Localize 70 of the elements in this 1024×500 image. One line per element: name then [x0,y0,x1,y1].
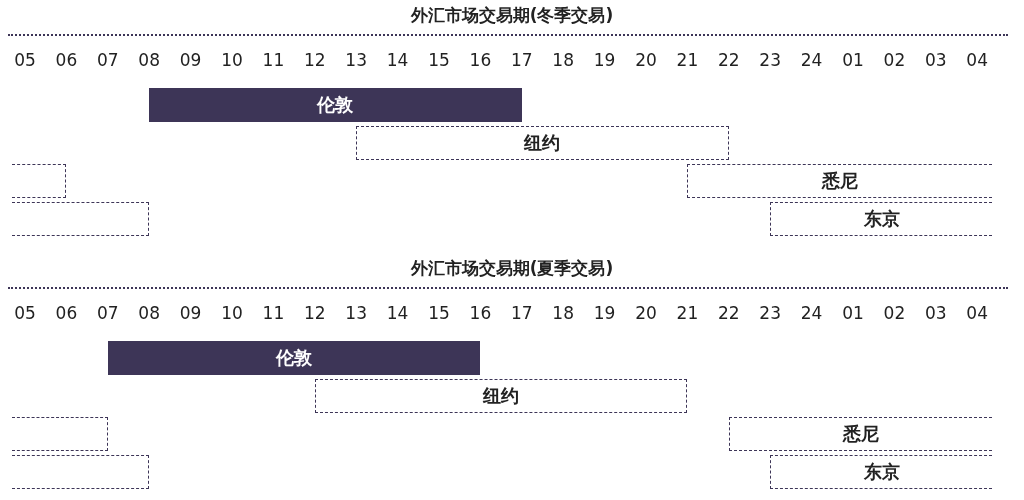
market-name: 东京 [863,460,900,484]
chart-title: 外汇市场交易期(夏季交易) [410,257,614,280]
hour-label: 07 [97,303,119,323]
market-name: 东京 [863,207,900,231]
hour-label: 09 [179,303,202,323]
hour-label: 13 [345,303,367,323]
hour-label: 22 [718,303,740,323]
session-bar [770,202,992,236]
hour-label: 18 [552,50,574,70]
hour-label: 14 [386,303,409,323]
market-name: 纽约 [524,131,561,155]
hour-label: 07 [97,50,119,70]
hour-label: 05 [14,50,36,70]
hour-label: 18 [552,303,574,323]
hour-label: 20 [635,50,657,70]
session-bar-segment [12,202,150,236]
hour-label: 12 [304,303,326,323]
hour-label: 24 [800,50,823,70]
hour-label: 17 [511,50,533,70]
hour-label: 24 [800,303,823,323]
hour-label: 09 [179,50,202,70]
hour-label: 03 [925,303,947,323]
hour-label: 15 [428,303,450,323]
market-name: 伦敦 [317,93,354,117]
hour-label: 10 [221,50,243,70]
hour-label: 21 [676,303,699,323]
hour-label: 05 [14,303,36,323]
hour-label: 15 [428,50,450,70]
hour-label: 19 [593,303,616,323]
hour-label: 23 [759,50,781,70]
hour-label: 13 [345,50,367,70]
hour-label: 10 [221,303,243,323]
hour-label: 04 [966,303,988,323]
session-bar [149,88,522,122]
hour-label: 08 [138,303,160,323]
session-bar [356,126,729,160]
market-name: 伦敦 [276,346,313,370]
session-bar [314,379,688,413]
hour-label: 12 [304,50,326,70]
session-bar [770,455,992,489]
hour-label: 04 [966,50,988,70]
hour-label: 01 [842,303,864,323]
hour-label: 23 [759,303,781,323]
hour-label: 01 [842,50,864,70]
hour-label: 17 [511,303,533,323]
session-bar-segment [12,417,108,451]
market-name: 悉尼 [842,422,879,446]
hour-label: 08 [138,50,160,70]
session-bar [107,341,481,375]
chart-title: 外汇市场交易期(冬季交易) [410,4,614,27]
hour-label: 20 [635,303,657,323]
hour-label: 06 [55,50,78,70]
session-bar [728,417,992,451]
session-bar-segment [12,164,67,198]
session-bar [687,164,992,198]
hour-label: 22 [718,50,740,70]
hour-label: 02 [883,50,906,70]
hour-label: 06 [55,303,78,323]
hour-label: 16 [469,303,492,323]
session-bar-segment [12,455,150,489]
market-name: 纽约 [483,384,520,408]
hour-label: 02 [883,303,906,323]
hour-label: 16 [469,50,492,70]
hour-label: 14 [386,50,409,70]
market-name: 悉尼 [822,169,859,193]
hour-label: 03 [925,50,947,70]
hour-label: 19 [593,50,616,70]
hour-label: 11 [262,50,285,70]
hour-label: 11 [262,303,285,323]
hour-label: 21 [676,50,699,70]
